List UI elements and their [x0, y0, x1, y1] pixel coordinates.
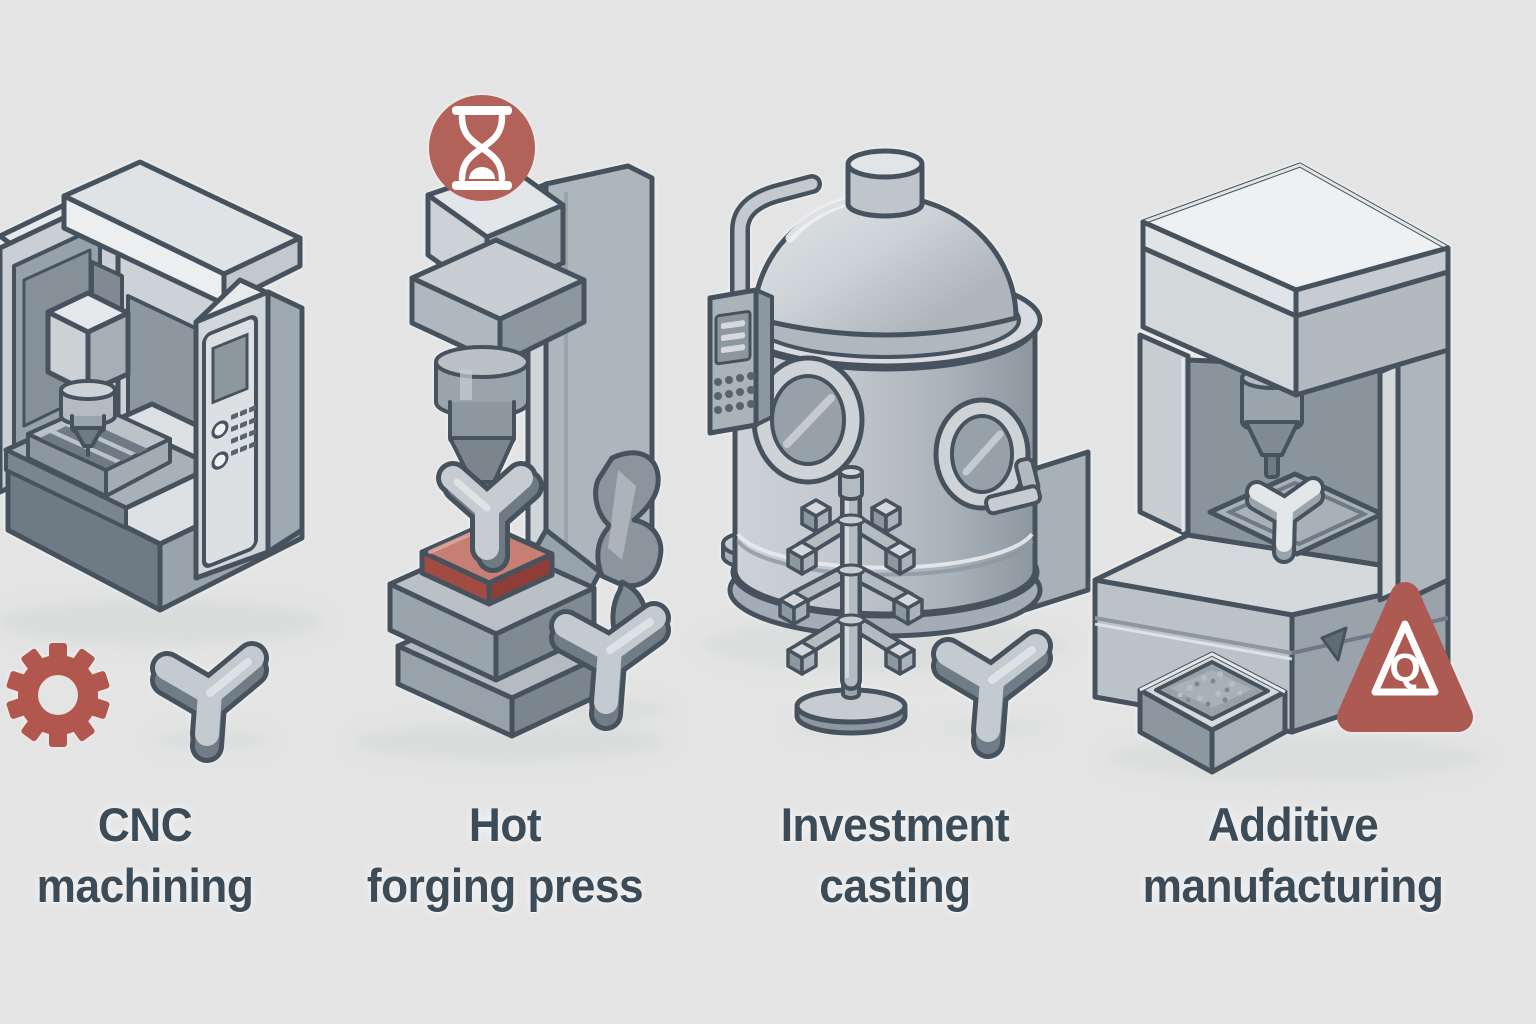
label-additive-manufacturing: Additive manufacturing: [1124, 794, 1462, 916]
vessel-cap: [845, 148, 925, 180]
label-line: CNC: [97, 798, 193, 851]
panel-button: [211, 420, 229, 439]
porthole: [933, 397, 1031, 511]
process-cnc-machining: [0, 150, 328, 775]
powder-tray: [1137, 651, 1288, 775]
label-investment-casting: Investment casting: [726, 794, 1064, 916]
panel-button: [211, 451, 229, 470]
label-line: Hot: [468, 798, 542, 851]
drill-bit: [72, 426, 104, 448]
label-line: Additive: [1207, 798, 1379, 851]
casting-vessel-illustration: [700, 148, 1091, 759]
forged-part: [436, 461, 544, 573]
powder: [1177, 671, 1243, 701]
casting-tree: [778, 465, 924, 736]
label-hot-forging-press: Hot forging press: [336, 794, 674, 916]
formed-part: [150, 641, 269, 763]
vessel-dome: [751, 193, 1019, 338]
quality-letter: Q: [1389, 646, 1420, 690]
hourglass-icon: [429, 95, 535, 201]
printer-frame: [1092, 162, 1451, 735]
process-investment-casting: [690, 120, 1091, 760]
process-hot-forging-press: [350, 90, 705, 790]
printer-illustration: Q: [1092, 162, 1485, 784]
cnc-machine: [0, 159, 305, 613]
label-line: casting: [819, 859, 971, 912]
control-box: [707, 287, 774, 436]
forging-press-illustration: [350, 95, 672, 764]
pipe: [734, 178, 818, 306]
process-additive-manufacturing: Q: [1080, 160, 1485, 790]
box-keypad: [714, 372, 755, 414]
label-line: machining: [36, 859, 254, 912]
ground-shadow: [0, 596, 328, 648]
control-panel: [193, 277, 305, 581]
label-line: manufacturing: [1142, 859, 1444, 912]
ground-shadow: [350, 720, 670, 764]
panel-screen: [211, 332, 249, 405]
vessel-handle: [984, 456, 1043, 516]
formed-part: [549, 601, 671, 731]
label-cnc-machining: CNC machining: [0, 794, 314, 916]
cnc-machine-illustration: [0, 159, 328, 763]
panel-keypad: [231, 405, 256, 456]
gear-icon: [6, 643, 110, 747]
spindle: [45, 260, 131, 457]
printed-part: [1245, 476, 1325, 564]
warning-triangle-icon: Q: [1337, 582, 1473, 732]
label-line: forging press: [366, 859, 644, 912]
label-line: Investment: [780, 798, 1010, 851]
formed-part: [931, 629, 1053, 759]
